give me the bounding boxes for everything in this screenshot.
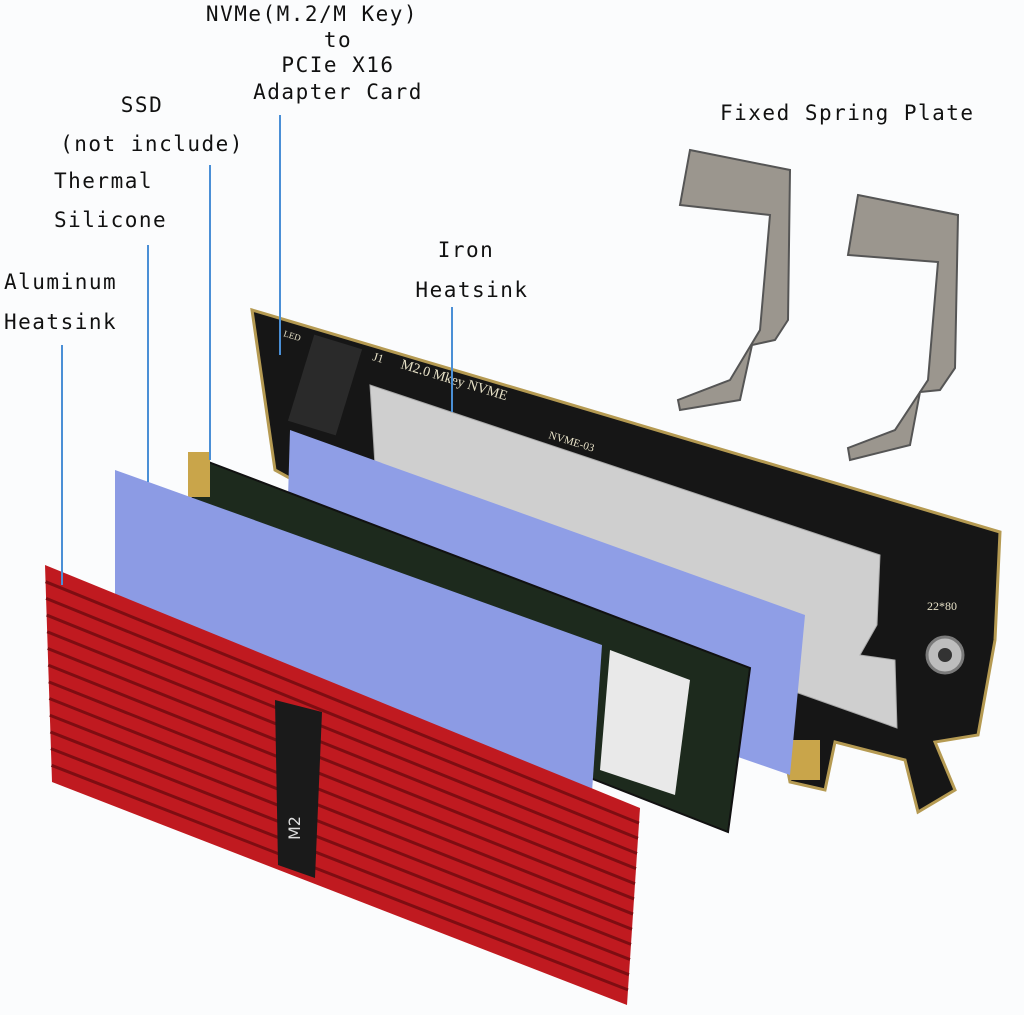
heatsink-marking: M2 xyxy=(285,816,304,840)
heatsink-fin xyxy=(49,730,631,961)
label-adapter-2: to xyxy=(323,28,353,52)
label-aluminum-1: Aluminum xyxy=(4,270,118,294)
heatsink-fin xyxy=(50,747,630,977)
label-iron-2: Heatsink xyxy=(415,278,529,302)
heatsink-fin xyxy=(44,580,640,825)
thermal-pad-front xyxy=(115,470,602,792)
heatsink-fin xyxy=(48,680,634,916)
spring-plate-right xyxy=(846,193,960,462)
pcb-size-text: 22*80 xyxy=(927,599,957,613)
heatsink-fin xyxy=(49,713,632,946)
heatsink-fin xyxy=(47,663,635,901)
heatsink-fin xyxy=(45,596,639,840)
heatsink-fin xyxy=(46,613,638,855)
heatsink-fin xyxy=(46,630,637,871)
aluminum-heatsink: M2 xyxy=(44,565,640,1005)
label-adapter-3: PCIe X16 xyxy=(281,53,395,77)
pcb-j1-text: J1 xyxy=(371,349,385,366)
spring-plate-left xyxy=(676,148,792,412)
label-ssd-1: SSD xyxy=(120,93,164,117)
heatsink-fin xyxy=(47,647,636,886)
label-spring-plate: Fixed Spring Plate xyxy=(720,101,975,125)
heatsink-fin xyxy=(48,697,633,931)
heatsink-fin xyxy=(50,763,629,992)
label-adapter-4: Adapter Card xyxy=(253,80,423,104)
label-iron-1: Iron xyxy=(437,238,495,262)
leader-lines xyxy=(61,115,453,585)
label-thermal-2: Silicone xyxy=(54,208,168,232)
label-aluminum-2: Heatsink xyxy=(4,310,118,334)
label-thermal-1: Thermal xyxy=(54,169,154,193)
label-ssd-2: (not include) xyxy=(60,132,244,156)
label-adapter-1: NVMe(M.2/M Key) xyxy=(205,2,419,26)
